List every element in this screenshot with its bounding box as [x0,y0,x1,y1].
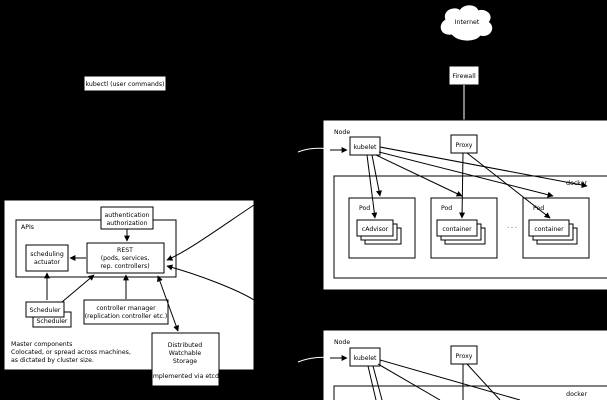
proxy-1-box [450,134,478,154]
kubelet-to-pod1-arrow [371,154,382,197]
docker-2-label: docker [566,391,587,398]
proxy-2-box [450,345,478,365]
rest-box [86,242,165,274]
master-line1: Master components [11,341,72,348]
kubelet-2-label: kubelet [353,355,377,362]
kubectl-box: kubectl (user commands) [83,75,167,92]
into-node1-curve [297,147,347,153]
internet-label: Internet [455,19,480,26]
kubelet-2-box [349,347,381,367]
node1-to-rest-curve [166,204,255,261]
storage-line1: Distributed [168,342,202,349]
ctrl-line1: controller manager [96,305,156,312]
node2-to-rest-curve [166,264,255,301]
ellipsis-label: · · · [507,225,517,232]
proxy-to-container-arrow [459,152,466,219]
sched-act-line1: scheduling [30,251,64,258]
node-1-label: Node [334,129,350,136]
pod-1-label: Pod [359,205,370,212]
scheduler-shadow-label: Scheduler [37,318,68,325]
storage-line3: Storage [173,358,197,365]
scheduling-actuator-box [25,244,69,272]
master-line2: Colocated, or spread across machines, [11,349,131,356]
node-2-label: Node [334,339,350,346]
scheduler-label: Scheduler [30,307,61,314]
firewall-box: Firewall [448,65,480,86]
kubelet-to-cadvisor-arrow [366,154,378,219]
rest-line2: (pods, services, [101,255,150,262]
proxy-to-container2-arrow [466,152,551,219]
docker-2-box [333,385,607,400]
storage-line2: Watchable [169,350,202,357]
internet-cloud: Internet [440,5,493,41]
container-label-2: container [534,226,564,233]
kubelet-1-box [349,136,381,156]
controller-manager-box [83,299,169,325]
node-1: Node kubelet Proxy docker Pod cAdvisor P… [322,119,607,291]
rest-line3: rep. controllers) [100,263,149,270]
master-line3: as dictated by cluster size. [11,357,94,364]
container-box-1 [436,219,478,237]
cadvisor-label: cAdvisor [362,226,389,233]
cadvisor-box [356,219,394,237]
rest-storage-arrow [157,275,179,332]
kubelet-to-pod3-arrow [378,151,554,198]
kubectl-label: kubectl (user commands) [86,81,165,88]
auth-line1: authentication [105,212,150,219]
storage-box: Distributed Watchable Storage (implement… [149,332,222,387]
apis-label: APIs [21,224,34,231]
kubelet-1-label: kubelet [353,144,377,151]
pod-2-label: Pod [441,205,452,212]
scheduler-box [25,301,65,318]
container-box-2 [528,219,570,237]
proxy-1-label: Proxy [456,142,473,149]
firewall-label: Firewall [452,73,476,80]
ctrl-line2: (replication controller etc.) [85,313,168,320]
kubelet-to-pod2-arrow [375,154,463,197]
container-label-1: container [442,226,472,233]
node-2: Node kubelet Proxy docker [322,329,607,400]
auth-line2: authorization [106,220,147,227]
scheduler-to-rest-arrow [61,274,95,303]
proxy-2-label: Proxy [456,353,473,360]
rest-line1: REST [117,247,133,254]
sched-act-line2: actuator [34,259,61,266]
docker-1-label: docker [566,180,587,187]
storage-line4: (implemented via etcd) [149,373,222,380]
